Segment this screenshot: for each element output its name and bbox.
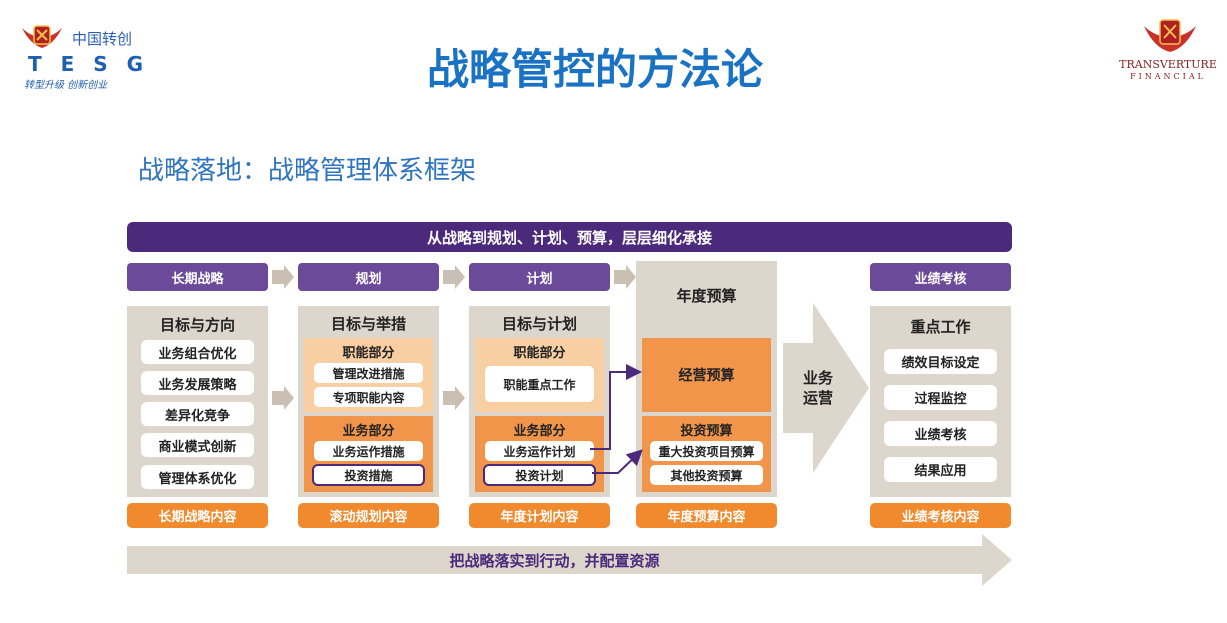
- list-item: 业绩考核: [884, 421, 997, 446]
- column-budget: 年度预算 经营预算 投资预算 重大投资项目预算 其他投资预算: [636, 261, 777, 497]
- section-title: 投资预算: [680, 423, 733, 439]
- operating-budget: 经营预算: [642, 338, 771, 412]
- investment-section: 投资预算 重大投资项目预算 其他投资预算: [642, 416, 771, 492]
- list-item: 业务运作计划: [485, 441, 594, 461]
- business-section: 业务部分 业务运作措施 投资措施: [304, 416, 433, 492]
- head-plan: 计划: [469, 263, 610, 291]
- chevron-right-icon: [443, 386, 465, 410]
- crest-icon: [1144, 19, 1196, 52]
- list-item: 商业模式创新: [141, 433, 254, 457]
- column-plan: 目标与计划 职能部分 职能重点工作 业务部分 业务运作计划 投资计划: [469, 306, 610, 497]
- connector-arrows: [590, 364, 643, 474]
- list-item: 业务运作措施: [314, 441, 423, 461]
- functional-section: 职能部分 管理改进措施 专项职能内容: [304, 338, 433, 412]
- logo-right-name: TRANSVERTURE: [1119, 58, 1217, 71]
- operations-arrow: [783, 303, 869, 473]
- column-title: 目标与方向: [159, 315, 235, 334]
- list-item: 职能重点工作: [485, 366, 594, 402]
- footer-budget: 年度预算内容: [636, 503, 777, 528]
- chevron-right-icon: [443, 265, 465, 289]
- section-title: 职能部分: [513, 345, 566, 361]
- list-item: 业务组合优化: [141, 340, 254, 364]
- bottom-arrow: [127, 534, 1012, 586]
- section-title: 职能部分: [342, 345, 395, 361]
- list-item: 绩效目标设定: [884, 349, 997, 374]
- list-item: 业务发展策略: [141, 371, 254, 395]
- list-item: 投资计划: [483, 464, 596, 486]
- chevron-right-icon: [614, 265, 636, 289]
- logo-brand-cn: 中国转创: [72, 30, 133, 48]
- column-planning: 目标与举措 职能部分 管理改进措施 专项职能内容 业务部分 业务运作措施 投资措…: [298, 306, 439, 497]
- list-item: 投资措施: [312, 464, 425, 486]
- section-title: 业务部分: [513, 423, 566, 439]
- logo-left: 中国转创 T E S G 转型升级 创新创业: [18, 22, 148, 92]
- footer-planning: 滚动规划内容: [298, 503, 439, 528]
- section-subtitle: 战略落地：战略管理体系框架: [138, 156, 477, 186]
- footer-performance: 业绩考核内容: [870, 503, 1011, 528]
- chevron-right-icon: [272, 265, 294, 289]
- business-section: 业务部分 业务运作计划 投资计划: [475, 416, 604, 492]
- list-item: 过程监控: [884, 385, 997, 410]
- section-title: 业务部分: [342, 423, 395, 439]
- logo-right-sub: FINANCIAL: [1130, 72, 1206, 81]
- footer-plan: 年度计划内容: [469, 503, 610, 528]
- column-performance: 重点工作 绩效目标设定 过程监控 业绩考核 结果应用: [870, 306, 1011, 497]
- head-strategy: 长期战略: [127, 263, 268, 291]
- list-item: 结果应用: [884, 457, 997, 482]
- crest-icon: [22, 25, 62, 48]
- column-strategy: 目标与方向 业务组合优化 业务发展策略 差异化竞争 商业模式创新 管理体系优化: [127, 306, 268, 497]
- list-item: 其他投资预算: [650, 465, 763, 485]
- logo-right: TRANSVERTURE FINANCIAL: [1118, 16, 1218, 86]
- top-banner: 从战略到规划、计划、预算，层层细化承接: [127, 222, 1012, 252]
- head-planning: 规划: [298, 263, 439, 291]
- footer-strategy: 长期战略内容: [127, 503, 268, 528]
- functional-section: 职能部分 职能重点工作: [475, 338, 604, 412]
- logo-brand-en: T E S G: [28, 52, 150, 76]
- page-title: 战略管控的方法论: [426, 44, 763, 94]
- bottom-banner: 把战略落实到行动，并配置资源: [449, 551, 660, 570]
- head-performance: 业绩考核: [870, 263, 1011, 291]
- list-item: 管理改进措施: [314, 363, 423, 383]
- list-item: 重大投资项目预算: [650, 441, 763, 461]
- logo-slogan: 转型升级 创新创业: [24, 80, 108, 91]
- operations-label: 业务 运营: [802, 369, 833, 407]
- list-item: 专项职能内容: [314, 387, 423, 407]
- column-title: 年度预算: [676, 286, 737, 305]
- column-title: 目标与举措: [330, 314, 406, 333]
- list-item: 差异化竞争: [141, 402, 254, 426]
- column-title: 重点工作: [910, 317, 971, 336]
- list-item: 管理体系优化: [141, 465, 254, 489]
- chevron-right-icon: [272, 386, 294, 410]
- column-title: 目标与计划: [501, 314, 577, 333]
